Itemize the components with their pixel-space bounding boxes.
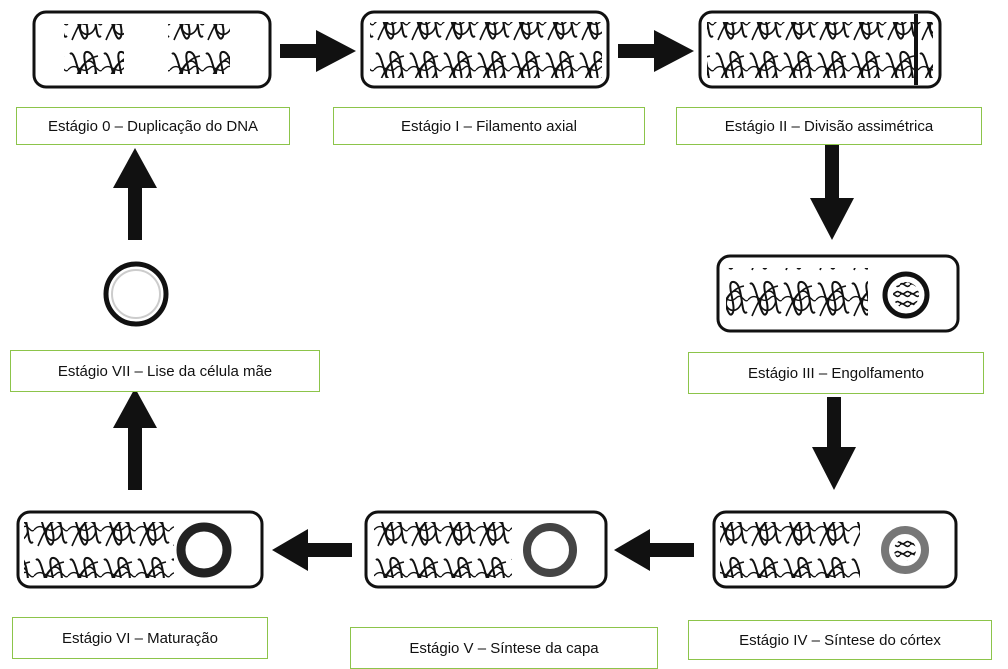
arrow-3-to-4	[812, 397, 856, 490]
label-stage-3: Estágio III – Engolfamento	[688, 352, 984, 394]
arrow-1-to-2	[618, 30, 694, 72]
cell-stage-4	[712, 510, 958, 589]
label-stage-7: Estágio VII – Lise da célula mãe	[10, 350, 320, 392]
arrow-4-to-5	[614, 529, 694, 571]
arrow-0-to-1	[280, 30, 356, 72]
cell-stage-0	[32, 10, 272, 89]
label-stage-4: Estágio IV – Síntese do córtex	[688, 620, 992, 660]
cell-stage-1	[360, 10, 610, 89]
cell-stage-6	[16, 510, 264, 589]
arrow-5-to-6	[272, 529, 352, 571]
cell-stage-2	[698, 10, 942, 89]
arrow-2-to-3	[810, 144, 854, 240]
label-stage-6: Estágio VI – Maturação	[12, 617, 268, 659]
label-stage-5: Estágio V – Síntese da capa	[350, 627, 658, 669]
arrow-6-to-7	[113, 388, 157, 490]
cell-stage-5	[364, 510, 608, 589]
cell-stage-3	[716, 254, 960, 333]
free-spore	[103, 261, 169, 327]
label-stage-1: Estágio I – Filamento axial	[333, 107, 645, 145]
label-stage-0: Estágio 0 – Duplicação do DNA	[16, 107, 290, 145]
arrow-7-to-0	[113, 148, 157, 240]
label-stage-2: Estágio II – Divisão assimétrica	[676, 107, 982, 145]
